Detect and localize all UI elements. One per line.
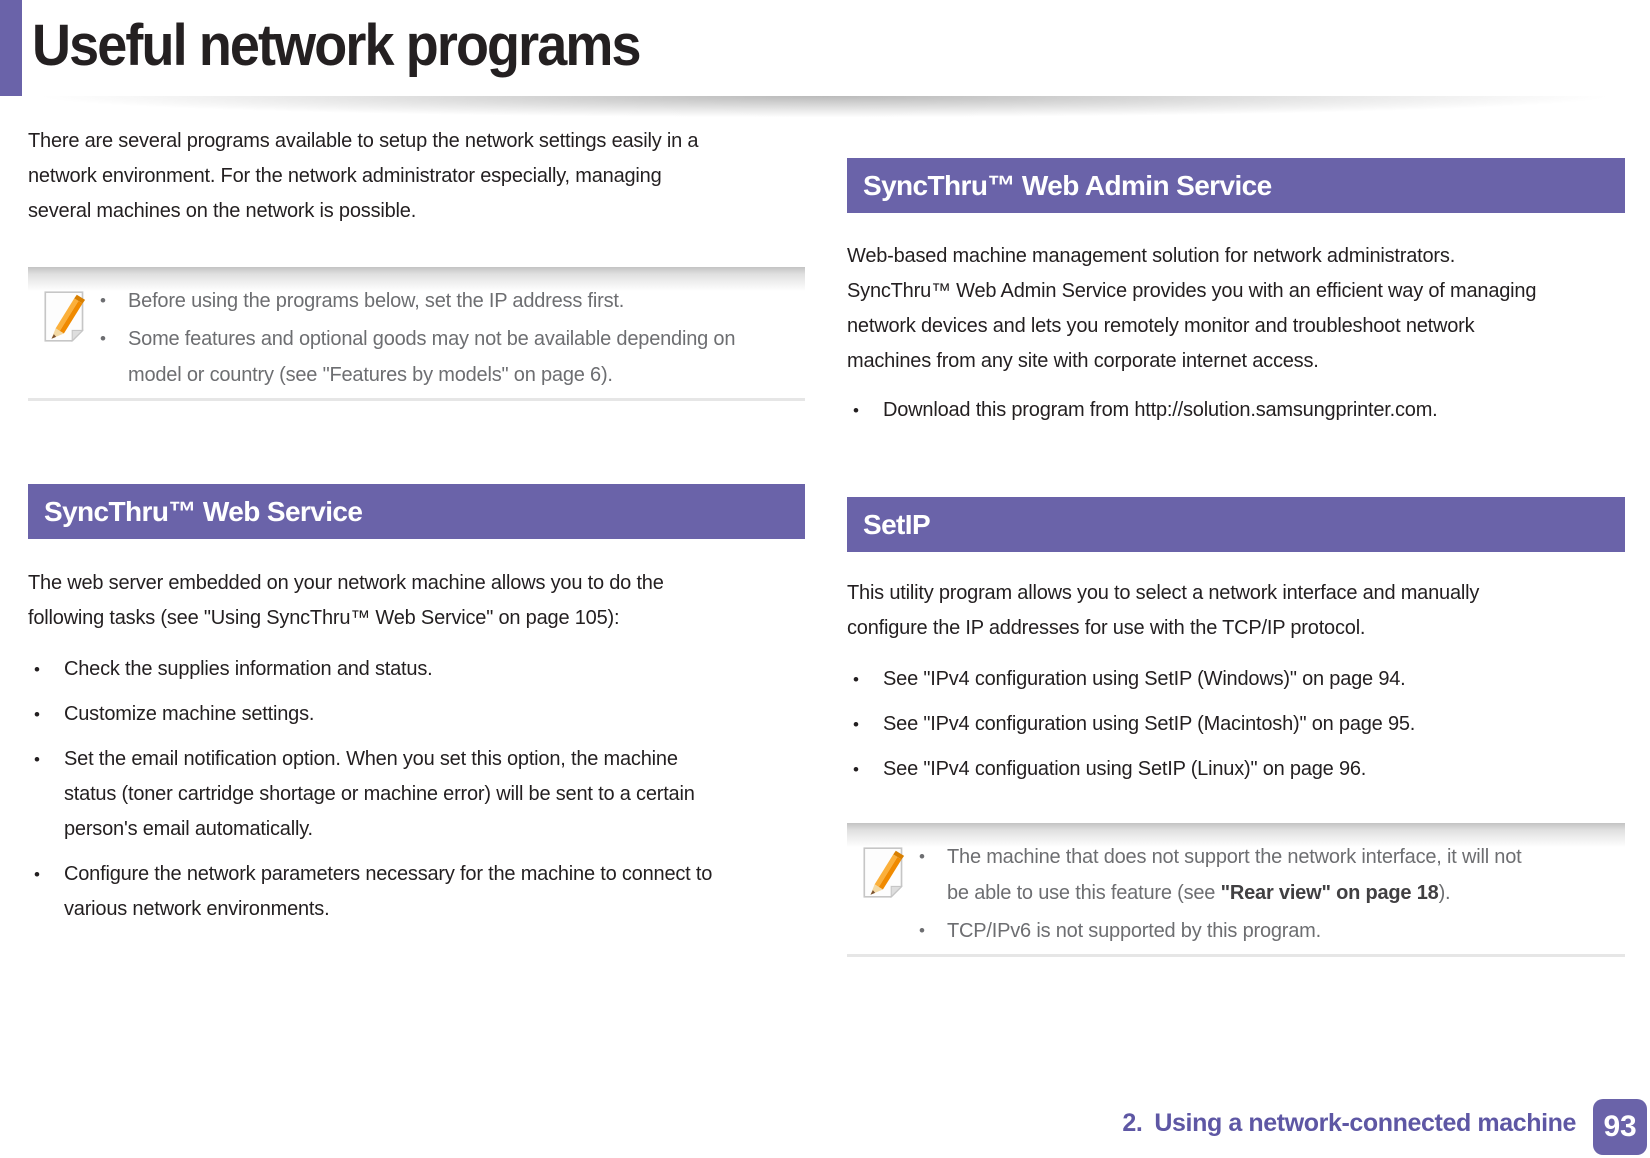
bullet-icon: • xyxy=(100,291,106,310)
note-text: TCP/IPv6 is not supported by this progra… xyxy=(947,920,1321,942)
list-item: • See "IPv4 configuration using SetIP (W… xyxy=(847,662,1625,697)
note-text: The machine that does not support the ne… xyxy=(947,839,1522,911)
note-text-prefix: The machine that does not support the ne… xyxy=(947,846,1522,904)
list-item: • The machine that does not support the … xyxy=(919,839,1615,911)
page-title: Useful network programs xyxy=(32,13,641,78)
bullet-icon: • xyxy=(853,760,859,779)
bullet-icon: • xyxy=(34,750,40,769)
list-item-text: See "IPv4 configuation using SetIP (Linu… xyxy=(883,758,1367,780)
list-item-text: Set the email notification option. When … xyxy=(64,748,695,840)
page-number-badge: 93 xyxy=(1593,1099,1647,1155)
bullet-icon: • xyxy=(853,401,859,420)
list-item: • See "IPv4 configuration using SetIP (M… xyxy=(847,707,1625,742)
bullet-icon: • xyxy=(919,921,925,940)
list-item-text: Download this program from http://soluti… xyxy=(883,399,1438,421)
list-item: • TCP/IPv6 is not supported by this prog… xyxy=(919,913,1615,949)
left-column: There are several programs available to … xyxy=(28,124,805,957)
bullet-icon: • xyxy=(100,329,106,348)
list-item: • Configure the network parameters neces… xyxy=(28,857,805,927)
chapter-title: Using a network-connected machine xyxy=(1154,1109,1576,1137)
web-admin-paragraph: Web-based machine management solution fo… xyxy=(847,245,1537,372)
bullet-icon: • xyxy=(853,715,859,734)
bottom-note-box: • The machine that does not support the … xyxy=(847,823,1625,957)
intro-paragraph: There are several programs available to … xyxy=(28,130,699,222)
setip-paragraph: This utility program allows you to selec… xyxy=(847,582,1480,639)
section-heading-setip: SetIP xyxy=(847,497,1625,552)
page-footer: 2. Using a network-connected machine 93 xyxy=(1122,1099,1650,1158)
bullet-icon: • xyxy=(919,847,925,866)
list-item-text: Customize machine settings. xyxy=(64,703,315,725)
list-item-text: See "IPv4 configuration using SetIP (Win… xyxy=(883,668,1406,690)
bullet-icon: • xyxy=(34,865,40,884)
header-divider xyxy=(0,96,1650,122)
list-item-text: Check the supplies information and statu… xyxy=(64,658,433,680)
bullet-icon: • xyxy=(853,670,859,689)
web-service-paragraph: The web server embedded on your network … xyxy=(28,572,664,629)
note-pencil-icon xyxy=(860,843,912,908)
list-item: • See "IPv4 configuation using SetIP (Li… xyxy=(847,752,1625,787)
list-item: • Download this program from http://solu… xyxy=(847,393,1625,428)
note-text: Some features and optional goods may not… xyxy=(128,328,736,386)
list-item-text: See "IPv4 configuration using SetIP (Mac… xyxy=(883,713,1416,735)
chapter-number: 2. xyxy=(1122,1109,1143,1137)
list-item: • Some features and optional goods may n… xyxy=(100,321,795,393)
list-item: • Check the supplies information and sta… xyxy=(28,652,805,687)
web-service-bullet-list: • Check the supplies information and sta… xyxy=(28,652,805,927)
rear-view-page-link[interactable]: "Rear view" on page 18 xyxy=(1220,882,1439,904)
content-columns: There are several programs available to … xyxy=(28,124,1625,957)
bullet-icon: • xyxy=(34,705,40,724)
section-heading-web-admin-service: SyncThru™ Web Admin Service xyxy=(847,158,1625,213)
list-item: • Customize machine settings. xyxy=(28,697,805,732)
list-item: • Set the email notification option. Whe… xyxy=(28,742,805,847)
list-item: • Before using the programs below, set t… xyxy=(100,283,795,319)
note-text: Before using the programs below, set the… xyxy=(128,290,625,312)
bullet-icon: • xyxy=(34,660,40,679)
note-pencil-icon xyxy=(41,287,93,352)
list-item-text: Configure the network parameters necessa… xyxy=(64,863,713,920)
section-heading-web-service: SyncThru™ Web Service xyxy=(28,484,805,539)
chapter-label: 2. Using a network-connected machine xyxy=(1122,1109,1576,1138)
note-text-suffix: ). xyxy=(1438,882,1451,904)
web-admin-bullet-list: • Download this program from http://solu… xyxy=(847,393,1625,428)
title-accent-bar xyxy=(0,0,22,96)
setip-bullet-list: • See "IPv4 configuration using SetIP (W… xyxy=(847,662,1625,787)
right-column: SyncThru™ Web Admin Service Web-based ma… xyxy=(847,124,1625,957)
top-note-box: • Before using the programs below, set t… xyxy=(28,267,805,401)
